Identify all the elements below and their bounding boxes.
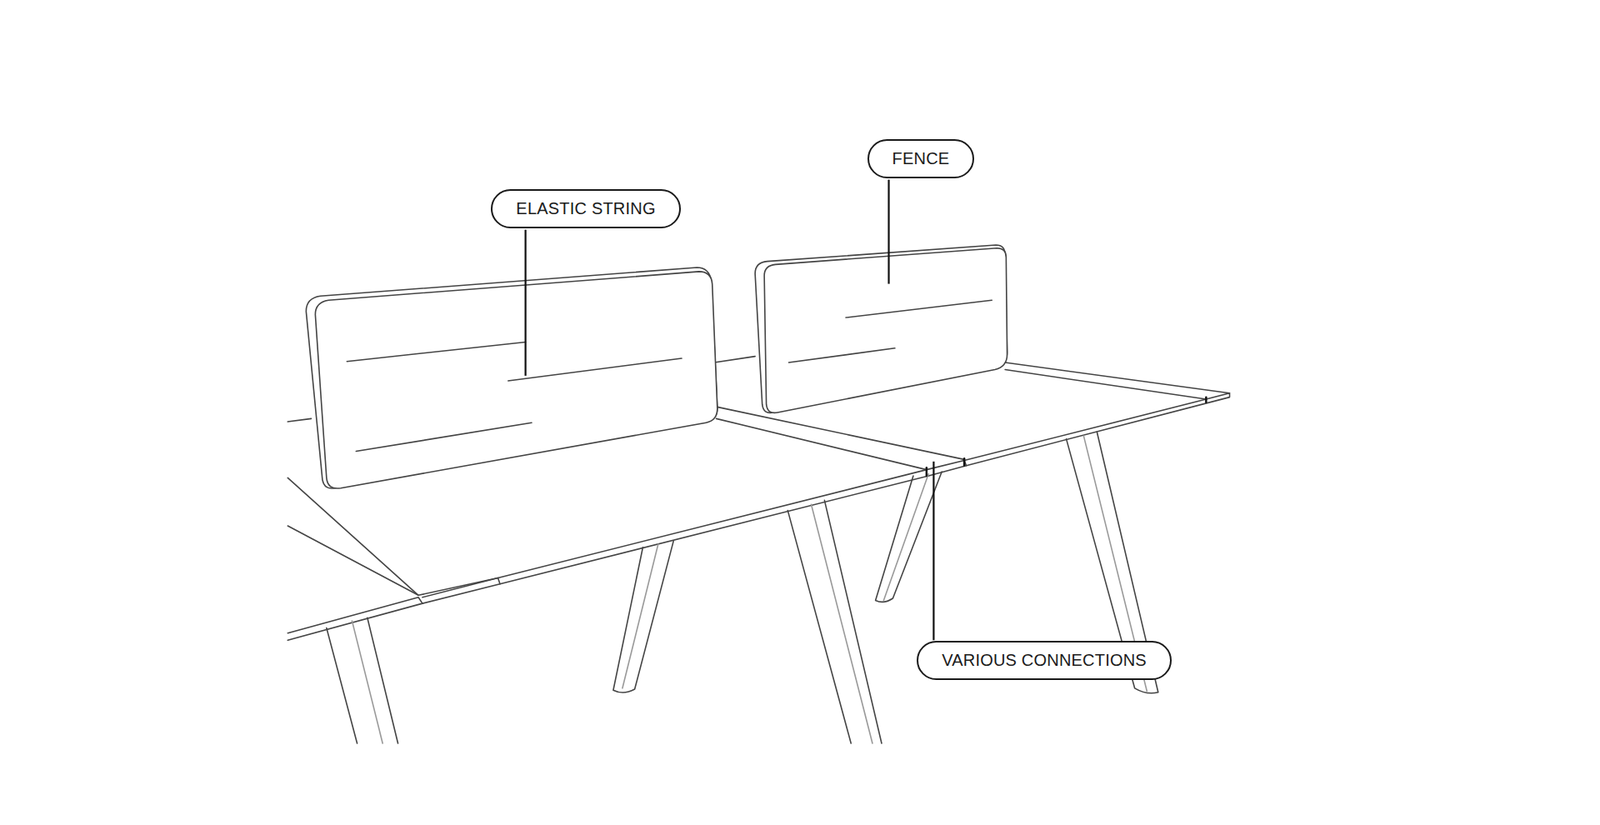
connection-mark [963,458,965,466]
fence-panel [764,248,1007,414]
table-leg [367,617,399,744]
table-leg [875,471,943,602]
table-leg [622,544,659,689]
callout-pill: VARIOUS CONNECTIONS [916,640,1172,680]
leader-line [932,461,935,640]
leader-line [525,230,527,376]
table-leg [351,620,383,744]
desk-lines [287,245,1230,744]
connection-mark [1205,397,1207,403]
table-leg [613,540,674,693]
fence-panel [315,271,717,489]
table-edge [287,525,419,595]
table-edge [287,477,498,595]
table-edge [422,470,927,598]
table-edge [716,418,927,470]
elastic-string [789,348,895,363]
table-edge [1005,362,1230,394]
table-leg [824,500,882,744]
table-edge [1005,370,1206,400]
callout-text: ELASTIC STRING [515,199,655,218]
leader-lines [525,180,935,641]
table-edge [422,475,929,604]
table-leg [787,510,851,744]
table-edge [714,356,755,363]
table-edge [926,393,1230,476]
elastic-string [355,422,532,451]
table-edge [287,418,311,422]
callout-text: VARIOUS CONNECTIONS [941,650,1147,670]
table-edge [714,406,965,460]
fence-panel [755,245,1007,413]
elastic-string [508,358,682,381]
table-edge [498,577,500,584]
elastic-string [346,341,525,361]
table-leg [326,628,358,744]
callout-text: FENCE [892,149,950,168]
fence-panel [305,267,717,489]
callout-pill: ELASTIC STRING [490,189,680,229]
table-leg [810,504,872,744]
connection-mark [925,467,928,476]
leader-line [887,180,890,285]
callout-pill: FENCE [867,139,975,179]
elastic-string [845,300,992,318]
table-leg [883,474,929,601]
